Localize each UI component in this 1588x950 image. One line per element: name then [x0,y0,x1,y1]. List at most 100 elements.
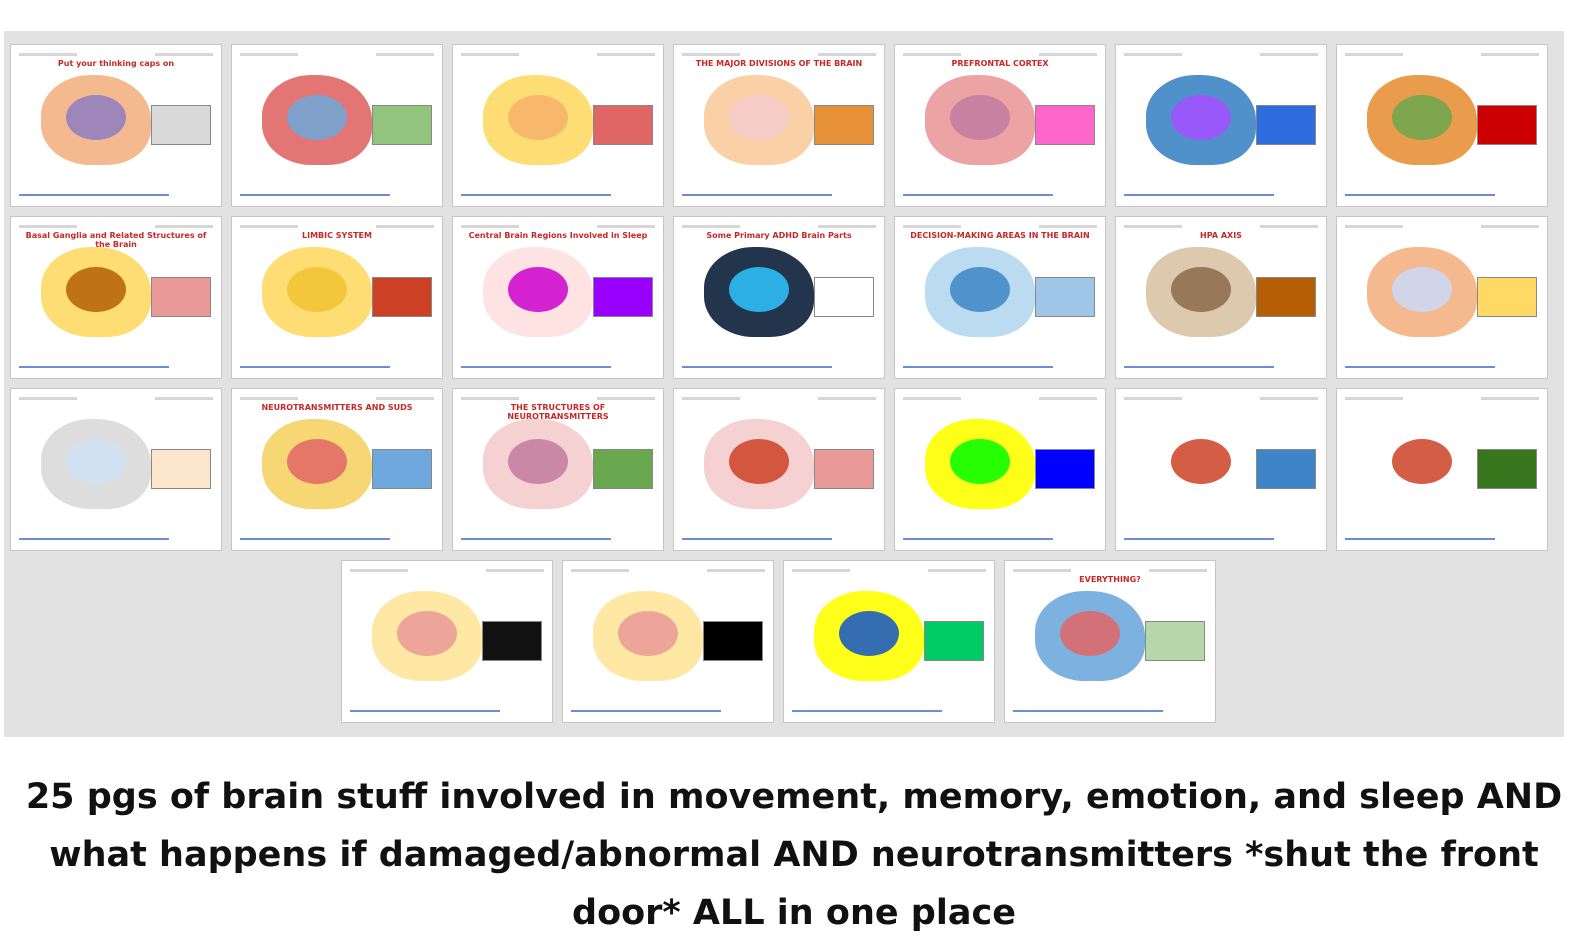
page-illustration-accent [287,439,347,484]
page-thumbnail-24 [783,560,995,723]
page-callout-box [151,105,211,145]
page-source-link [19,366,169,368]
page-callout-box [1145,621,1205,661]
page-illustration-accent [66,439,126,484]
page-callout-box [1035,277,1095,317]
page-source-link [571,710,721,712]
page-source-link [19,194,169,196]
page-callout-box [1256,277,1316,317]
page-illustration-accent [618,611,678,656]
page-illustration-accent [397,611,457,656]
page-illustration-accent [66,267,126,312]
page-callout-box [703,621,763,661]
caption-text: 25 pgs of brain stuff involved in moveme… [25,777,1563,933]
page-header-line [19,397,213,400]
page-header-line [571,569,765,572]
page-illustration-accent [508,95,568,140]
page-source-link [350,710,500,712]
page-source-link [461,366,611,368]
page-header-line [1345,397,1539,400]
page-thumbnail-8: Basal Ganglia and Related Structures of … [10,216,222,379]
page-callout-box [593,105,653,145]
page-illustration-accent [839,611,899,656]
page-illustration-accent [1171,439,1231,484]
page-header-line [19,53,213,56]
page-thumbnail-16: NEUROTRANSMITTERS AND SUDS [231,388,443,551]
page-thumbnail-21 [1336,388,1548,551]
page-title: Central Brain Regions Involved in Sleep [468,231,648,240]
page-callout-box [372,105,432,145]
page-source-link [792,710,942,712]
page-thumbnail-17: THE STRUCTURES OF NEUROTRANSMITTERS [452,388,664,551]
page-illustration-accent [729,439,789,484]
page-header-line [1124,225,1318,228]
page-illustration-accent [1171,267,1231,312]
page-thumbnail-20 [1115,388,1327,551]
page-title: DECISION-MAKING AREAS IN THE BRAIN [910,231,1090,240]
page-illustration-accent [729,95,789,140]
page-title: THE MAJOR DIVISIONS OF THE BRAIN [695,59,863,68]
page-header-line [1345,53,1539,56]
page-title: LIMBIC SYSTEM [302,231,372,240]
page-callout-box [924,621,984,661]
page-illustration-accent [508,267,568,312]
page-header-line [240,53,434,56]
page-header-line [19,225,213,228]
page-callout-box [1035,449,1095,489]
page-thumbnail-12: DECISION-MAKING AREAS IN THE BRAIN [894,216,1106,379]
page-thumbnail-13: HPA AXIS [1115,216,1327,379]
page-source-link [1345,366,1495,368]
page-illustration-accent [1171,95,1231,140]
page-header-line [1345,225,1539,228]
page-header-line [461,225,655,228]
page-thumbnail-22 [341,560,553,723]
page-source-link [461,538,611,540]
page-title: HPA AXIS [1200,231,1242,240]
page-illustration-accent [950,439,1010,484]
page-callout-box [151,449,211,489]
page-thumbnail-14 [1336,216,1548,379]
page-title: Put your thinking caps on [57,59,175,68]
page-title: Basal Ganglia and Related Structures of … [25,231,207,249]
page-source-link [240,366,390,368]
page-header-line [1124,397,1318,400]
page-thumbnail-3 [452,44,664,207]
page-thumbnail-9: LIMBIC SYSTEM [231,216,443,379]
page-thumbnail-7 [1336,44,1548,207]
page-title: Some Primary ADHD Brain Parts [706,231,852,240]
page-callout-box [1477,105,1537,145]
page-header-line [682,397,876,400]
page-header-line [792,569,986,572]
page-thumbnail-23 [562,560,774,723]
page-header-line [682,53,876,56]
page-thumbnail-10: Central Brain Regions Involved in Sleep [452,216,664,379]
page-header-line [240,397,434,400]
page-source-link [1124,366,1274,368]
page-source-link [461,194,611,196]
page-thumbnail-4: THE MAJOR DIVISIONS OF THE BRAIN [673,44,885,207]
page-thumbnail-2 [231,44,443,207]
page-illustration-accent [66,95,126,140]
page-title: NEUROTRANSMITTERS AND SUDS [261,403,413,412]
page-header-line [461,397,655,400]
page-callout-box [593,277,653,317]
page-header-line [682,225,876,228]
page-source-link [1345,194,1495,196]
page-callout-box [482,621,542,661]
page-thumbnail-6 [1115,44,1327,207]
page-callout-box [151,277,211,317]
page-source-link [903,538,1053,540]
page-callout-box [1035,105,1095,145]
page-source-link [903,194,1053,196]
page-title: THE STRUCTURES OF NEUROTRANSMITTERS [507,403,609,421]
page-source-link [682,194,832,196]
page-thumbnail-25: EVERYTHING? [1004,560,1216,723]
page-callout-box [1477,277,1537,317]
page-header-line [1124,53,1318,56]
page-source-link [240,194,390,196]
page-illustration-accent [1392,439,1452,484]
page-source-link [19,538,169,540]
page-callout-box [814,277,874,317]
page-header-line [903,397,1097,400]
page-illustration-accent [729,267,789,312]
